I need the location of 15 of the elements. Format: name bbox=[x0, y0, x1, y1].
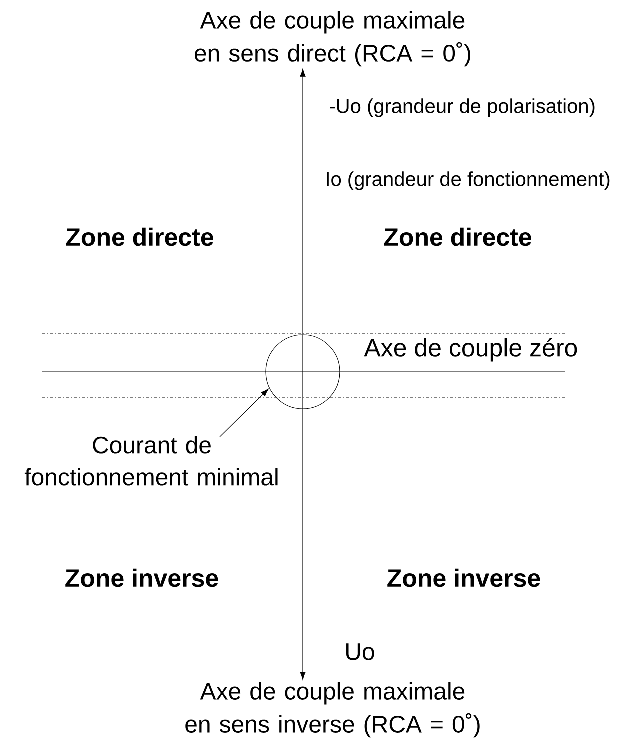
callout-text: Courant de fonctionnement minimal bbox=[24, 436, 278, 486]
zone-label: Zone directe bbox=[66, 228, 214, 246]
axis-annotation: Io (grandeur de fonctionnement) bbox=[327, 172, 610, 190]
axis-title: Axe de couple maximale en sens direct (RCA = 0˚) bbox=[194, 11, 471, 67]
axis-title: Axe de couple maximale en sens inverse (RCA = 0˚) bbox=[186, 682, 480, 738]
leader-line bbox=[220, 389, 269, 438]
axis-label: Axe de couple zéro bbox=[364, 338, 578, 362]
zone-label: Zone inverse bbox=[388, 568, 540, 588]
circle bbox=[266, 334, 340, 410]
axis-annotation: -Uo (grandeur de polarisation) bbox=[330, 98, 595, 118]
axis-arrow bbox=[300, 68, 306, 335]
zone-label: Zone directe bbox=[384, 228, 532, 246]
zone-label: Zone inverse bbox=[66, 568, 218, 588]
axis-arrow bbox=[300, 409, 306, 680]
axis-annotation: Uo bbox=[346, 644, 374, 660]
